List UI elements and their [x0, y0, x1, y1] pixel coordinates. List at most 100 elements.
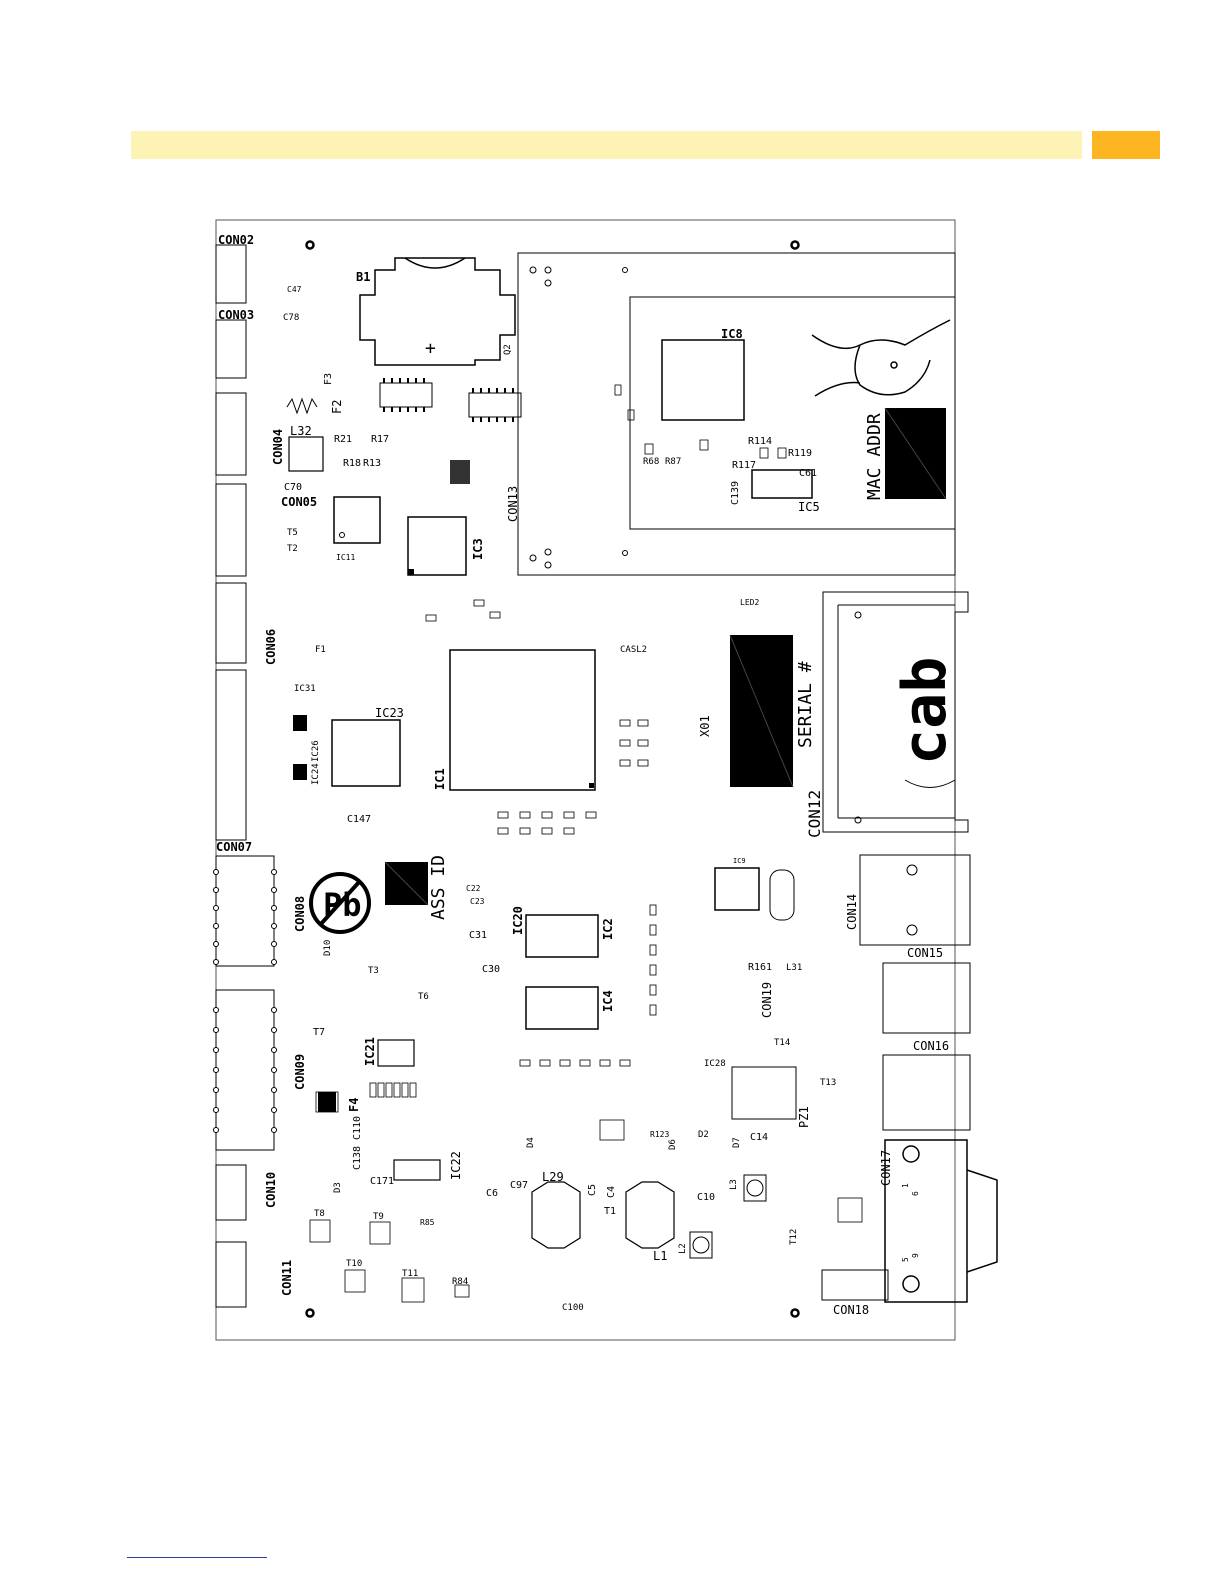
label-con16: CON16 — [913, 1039, 949, 1053]
module-inner — [629, 296, 956, 530]
label-l3: L3 — [729, 1179, 739, 1190]
label-con05: CON05 — [281, 495, 317, 509]
footer-rule — [127, 1557, 267, 1558]
label-con11: CON11 — [280, 1260, 294, 1296]
label-c78: C78 — [283, 313, 299, 323]
mounting-hole — [790, 240, 800, 250]
con15-port — [882, 962, 971, 1034]
label-ic4: IC4 — [601, 990, 615, 1012]
label-r17: R17 — [371, 434, 389, 445]
label-f1: F1 — [315, 645, 326, 655]
label-t14: T14 — [774, 1038, 790, 1048]
battery-plus: + — [425, 338, 436, 359]
mac-addr-label: MAC ADDR — [864, 413, 885, 500]
ic15-chip — [379, 382, 433, 408]
label-r87: R87 — [665, 457, 681, 467]
ic8-chip — [661, 339, 745, 421]
label-r119: R119 — [788, 448, 812, 459]
label-c30: C30 — [482, 964, 500, 975]
label-f2: F2 — [330, 400, 344, 414]
label-d7: D7 — [732, 1137, 742, 1148]
label-ic20: IC20 — [511, 906, 525, 935]
label-ic3: IC3 — [471, 538, 485, 560]
label-r114: R114 — [748, 436, 772, 447]
label-c61: C61 — [799, 468, 817, 479]
header-bar — [131, 131, 1082, 159]
label-ic21: IC21 — [363, 1037, 377, 1066]
con18-port — [821, 1269, 889, 1301]
label-c47: C47 — [287, 285, 302, 294]
con16-port — [882, 1054, 971, 1131]
ic21-chip — [377, 1039, 415, 1067]
label-l31: L31 — [786, 963, 802, 973]
pin1-label: 1 — [901, 1183, 910, 1188]
ic4-chip — [525, 986, 599, 1030]
header-tab — [1092, 131, 1160, 159]
label-c171: C171 — [370, 1176, 394, 1187]
con14-port — [859, 854, 971, 946]
label-r68: R68 — [643, 457, 659, 467]
con12-card-slot — [822, 591, 969, 833]
label-r161: R161 — [748, 962, 772, 973]
label-con09: CON09 — [293, 1054, 307, 1090]
label-t10: T10 — [346, 1259, 362, 1269]
label-c23: C23 — [470, 897, 485, 906]
crystal-outline — [769, 869, 795, 921]
label-ic9: IC9 — [733, 857, 746, 865]
label-con10: CON10 — [264, 1172, 278, 1208]
label-con12: CON12 — [805, 790, 824, 838]
label-t11: T11 — [402, 1269, 418, 1279]
label-ic8: IC8 — [721, 327, 743, 341]
label-q2: Q2 — [503, 344, 513, 355]
label-b1: B1 — [356, 270, 370, 284]
label-con13: CON13 — [506, 486, 520, 522]
label-d3: D3 — [333, 1182, 343, 1193]
label-ic2: IC2 — [601, 918, 615, 940]
label-t13: T13 — [820, 1078, 836, 1088]
label-d2: D2 — [698, 1130, 709, 1140]
label-con14: CON14 — [845, 894, 859, 930]
pin5-label: 5 — [901, 1257, 910, 1262]
label-con06: CON06 — [264, 629, 278, 665]
label-c4: C4 — [606, 1186, 617, 1198]
label-con19: CON19 — [760, 982, 774, 1018]
inductor-l32 — [288, 436, 324, 472]
label-con15: CON15 — [907, 946, 943, 960]
label-c22: C22 — [466, 884, 481, 893]
board-outline — [215, 219, 956, 1341]
label-t6: T6 — [418, 992, 429, 1002]
label-ic31: IC31 — [294, 684, 316, 694]
label-x01: X01 — [698, 715, 712, 737]
label-c147: C147 — [347, 814, 371, 825]
ic11-chip — [333, 496, 381, 544]
lead-free-icon: Pb — [309, 872, 371, 934]
pin9-label: 9 — [911, 1253, 920, 1258]
label-con02: CON02 — [218, 233, 254, 247]
label-t8: T8 — [314, 1209, 325, 1219]
label-con07: CON07 — [216, 840, 252, 854]
label-t5: T5 — [287, 528, 298, 538]
label-d10: D10 — [323, 940, 333, 956]
viking-logo-icon — [811, 319, 951, 397]
ic5-chip — [751, 469, 813, 499]
label-c138: C138 — [352, 1146, 363, 1170]
mounting-hole — [305, 1308, 315, 1318]
label-t7: T7 — [313, 1027, 325, 1038]
label-c139: C139 — [730, 481, 741, 505]
mounting-hole — [790, 1308, 800, 1318]
label-con04: CON04 — [271, 429, 285, 465]
label-c110: C110 — [352, 1116, 363, 1140]
label-c97: C97 — [510, 1180, 528, 1191]
ic3-chip — [407, 516, 467, 576]
label-t9: T9 — [373, 1212, 384, 1222]
svg-text:Pb: Pb — [323, 886, 362, 924]
ic9-chip — [714, 867, 760, 911]
label-f3: F3 — [323, 373, 334, 385]
inductor-l1 — [625, 1181, 675, 1249]
label-c70: C70 — [284, 482, 302, 493]
label-ic22: IC22 — [449, 1151, 463, 1180]
label-l29: L29 — [542, 1170, 564, 1184]
label-ic5: IC5 — [798, 500, 820, 514]
esd-warning-icon — [450, 460, 470, 484]
